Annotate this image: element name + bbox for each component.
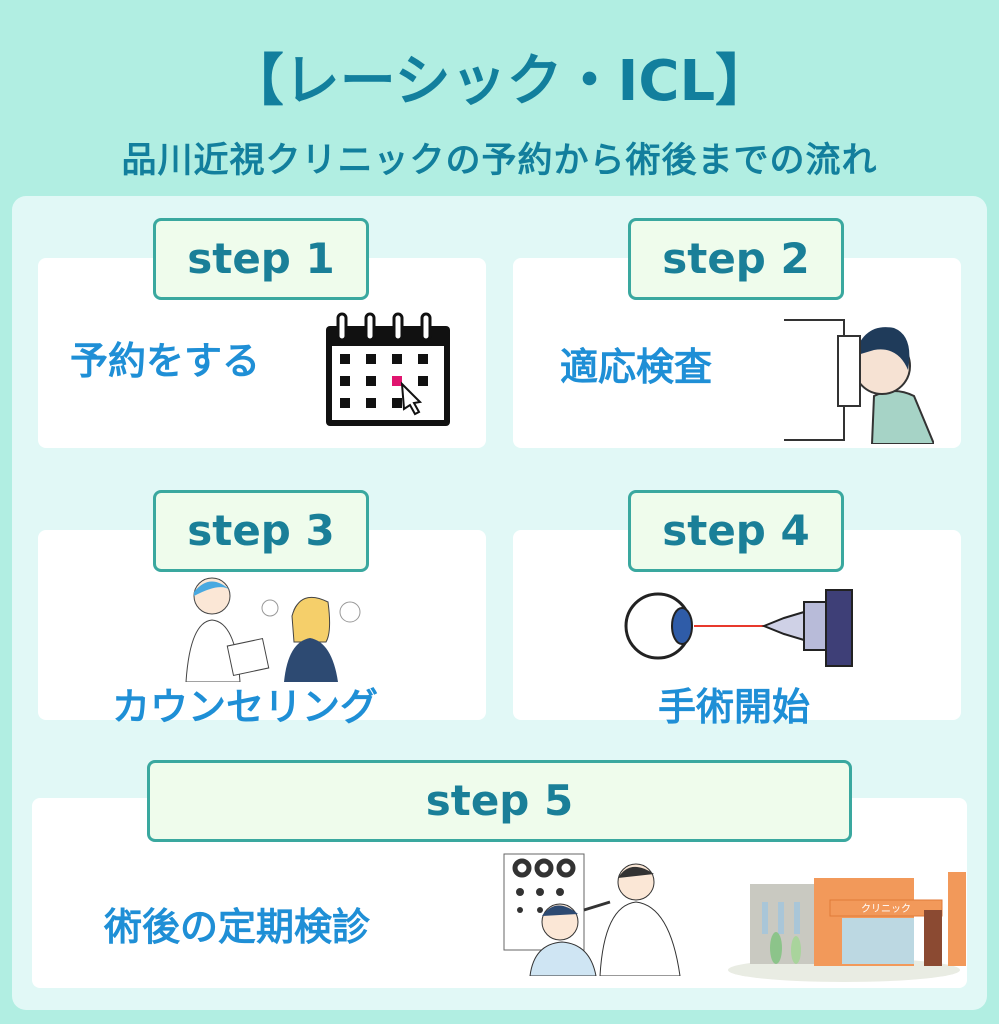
clinic-sign-text: クリニック — [861, 903, 911, 915]
step-4-text: 手術開始 — [658, 685, 811, 729]
counseling-icon — [185, 577, 361, 682]
step-2-badge: step 2 — [628, 218, 844, 300]
page-title: 【レーシック・ICL】 — [227, 49, 772, 114]
step-3-text: カウンセリング — [112, 685, 379, 729]
calendar-icon — [326, 312, 450, 426]
step-1-badge: step 1 — [153, 218, 369, 300]
laser-eye-icon — [624, 589, 853, 667]
step-5-text: 術後の定期検診 — [104, 905, 371, 949]
clinic-building-icon: クリニック — [728, 872, 966, 982]
page-subtitle: 品川近視クリニックの予約から術後までの流れ — [121, 141, 878, 181]
step-5-badge: step 5 — [147, 760, 852, 842]
eye-exam-icon — [784, 319, 934, 444]
step-1-text: 予約をする — [70, 339, 261, 383]
step-4-badge: step 4 — [628, 490, 844, 572]
checkup-icon — [503, 853, 681, 976]
step-3-badge: step 3 — [153, 490, 369, 572]
step-2-text: 適応検査 — [560, 345, 713, 389]
